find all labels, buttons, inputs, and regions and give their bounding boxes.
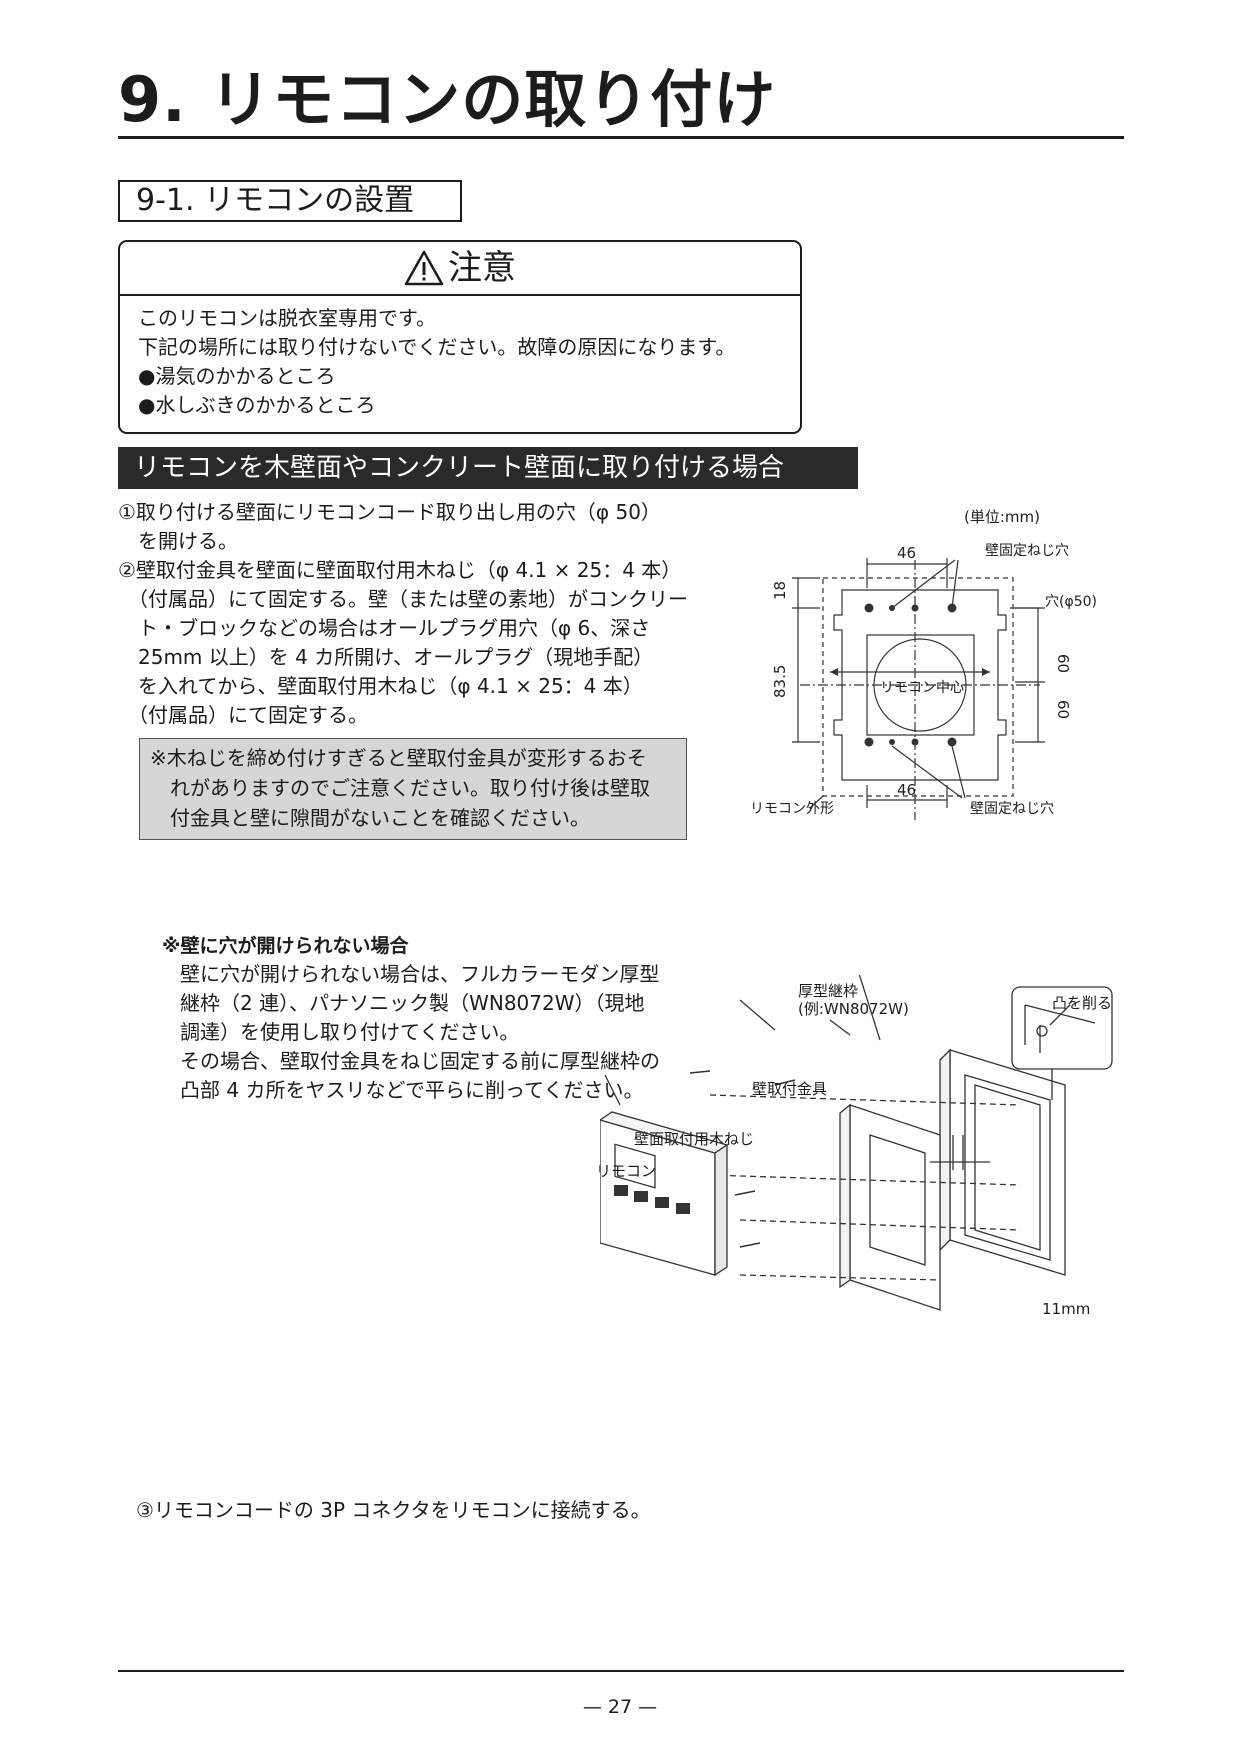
alt-line: 壁に穴が開けられない場合は、フルカラーモダン厚型 (180, 962, 660, 986)
note-line: 付金具と壁に隙間がないことを確認ください。 (150, 806, 590, 830)
section-heading: 9-1. リモコンの設置 (118, 180, 462, 222)
screw-hole (947, 737, 957, 747)
page-title: 9. リモコンの取り付け (118, 63, 777, 136)
caution-bullet: ●湯気のかかるところ (138, 364, 336, 388)
step2-line: （付属品）にて固定する。壁（または壁の素地）がコンクリー (118, 587, 688, 611)
screw-hole (864, 603, 874, 613)
title-rule (118, 136, 1124, 139)
alt-method-body: 壁に穴が開けられない場合は、フルカラーモダン厚型 継枠（2 連）、パナソニック製… (180, 960, 660, 1105)
alt-line: 調達）を使用し取り付けてください。 (180, 1020, 520, 1044)
step1-line: ①取り付ける壁面にリモコンコード取り出し用の穴（φ 50） (118, 500, 661, 524)
screw-label: 壁面取付用木ねじ (634, 1130, 755, 1148)
caution-header: 注意 (120, 242, 800, 296)
bracket-dimension-diagram: 46 46 18 83.5 60 60 リモコン中心 壁固定ねじ穴 穴(φ50)… (750, 543, 1097, 820)
step2-line: 25mm 以上）を 4 カ所開け、オールプラグ（現地手配） (118, 645, 654, 669)
cut-label: 凸を削る (1052, 994, 1113, 1012)
gap-dimension-label: 11mm (1042, 1300, 1091, 1318)
caution-line: このリモコンは脱衣室専用です。 (138, 306, 436, 330)
caution-line: 下記の場所には取り付けないでください。故障の原因になります。 (138, 335, 736, 359)
note-line: れがありますのでご注意ください。取り付け後は壁取 (150, 776, 650, 800)
screw-warning-note: ※木ねじを締め付けすぎると壁取付金具が変形するおそ れがありますのでご注意くださ… (139, 738, 687, 840)
dim-top: 46 (897, 544, 916, 562)
screw-hole (864, 737, 874, 747)
mount-steps: ①取り付ける壁面にリモコンコード取り出し用の穴（φ 50） を開ける。 ②壁取付… (118, 498, 698, 730)
step2-line: を入れてから、壁面取付用木ねじ（φ 4.1 × 25：4 本） (118, 674, 643, 698)
screw-hole (947, 603, 957, 613)
cord-hole-label: 穴(φ50) (1045, 594, 1097, 610)
dim-right-bottom: 60 (1054, 700, 1072, 719)
frame-model: (例:WN8072W) (798, 1000, 909, 1018)
alt-line: 継枠（2 連）、パナソニック製（WN8072W）（現地 (180, 991, 645, 1015)
note-line: ※木ねじを締め付けすぎると壁取付金具が変形するおそ (150, 746, 647, 770)
frame-label-block: 厚型継枠 (例:WN8072W) (798, 982, 909, 1018)
step3: ③リモコンコードの 3P コネクタをリモコンに接続する。 (136, 1498, 651, 1522)
step2-line: （付属品）にて固定する。 (118, 703, 368, 727)
remote-outline (822, 577, 1014, 797)
remote-display (614, 1143, 656, 1189)
screw-hole (889, 605, 895, 611)
bracket-label: 壁取付金具 (752, 1080, 828, 1098)
alt-method-title: ※壁に穴が開けられない場合 (162, 935, 409, 957)
dim-bottom: 46 (897, 781, 916, 799)
frame-name: 厚型継枠 (798, 982, 859, 1000)
alt-line: その場合、壁取付金具をねじ固定する前に厚型継枠の (180, 1049, 660, 1073)
screw-hole (911, 738, 919, 746)
screw-hole (911, 604, 919, 612)
dim-left-top: 18 (771, 581, 789, 600)
bracket-plate (833, 589, 1007, 781)
page-number: — 27 — (582, 1696, 658, 1718)
caution-body: このリモコンは脱衣室専用です。 下記の場所には取り付けないでください。故障の原因… (138, 304, 735, 420)
caution-title: 注意 (448, 248, 516, 288)
screw-hole-top-label: 壁固定ねじ穴 (985, 543, 1069, 559)
caution-bullet: ●水しぶきのかかるところ (138, 393, 376, 417)
footer-rule (118, 1670, 1124, 1672)
step2-line: ②壁取付金具を壁面に壁面取付用木ねじ（φ 4.1 × 25：4 本） (118, 558, 682, 582)
assembly-diagram: 厚型継枠 (例:WN8072W) (600, 975, 1113, 1311)
wall-mount-heading: リモコンを木壁面やコンクリート壁面に取り付ける場合 (118, 447, 858, 489)
unit-label: (単位:mm) (964, 508, 1040, 526)
dim-left-main: 83.5 (771, 665, 789, 698)
step1-line: を開ける。 (118, 529, 238, 553)
warning-triangle-icon (404, 250, 444, 286)
screw-hole-bottom-label: 壁固定ねじ穴 (970, 801, 1054, 817)
caution-box: 注意 このリモコンは脱衣室専用です。 下記の場所には取り付けないでください。故障… (118, 240, 802, 434)
screw-hole (889, 739, 895, 745)
dim-right-top: 60 (1054, 654, 1072, 673)
remote-label: リモコン (596, 1162, 657, 1180)
alt-line: 凸部 4 カ所をヤスリなどで平らに削ってください。 (180, 1078, 644, 1102)
remote-outline-label: リモコン外形 (750, 801, 834, 817)
center-label: リモコン中心 (880, 680, 964, 696)
step2-line: ト・ブロックなどの場合はオールプラグ用穴（φ 6、深さ (118, 616, 651, 640)
